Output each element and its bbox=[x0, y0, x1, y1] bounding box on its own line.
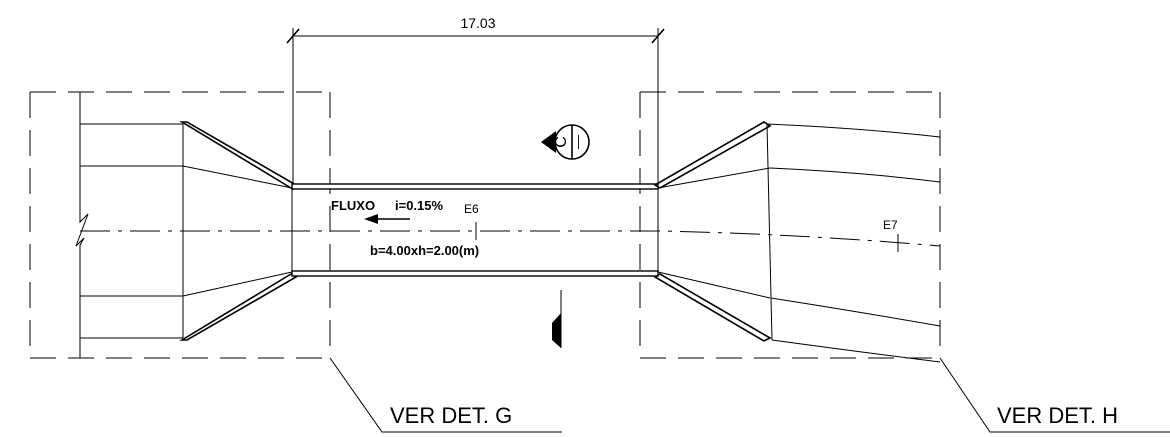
section-letter: C bbox=[553, 136, 570, 148]
section-arrow-bottom bbox=[552, 290, 562, 348]
leader-right bbox=[939, 357, 1170, 433]
right-approach-channel bbox=[657, 123, 941, 363]
channel-centerline bbox=[80, 230, 941, 247]
flow-label: FLUXO bbox=[331, 198, 375, 213]
station-e7: E7 bbox=[883, 218, 899, 252]
station-e7-label: E7 bbox=[883, 218, 898, 232]
detail-box-left bbox=[29, 91, 331, 359]
detail-label-h: VER DET. H bbox=[997, 403, 1118, 428]
section-label: b=4.00xh=2.00(m) bbox=[370, 243, 479, 258]
flow-arrowhead bbox=[364, 214, 378, 224]
section-marker-top: C — bbox=[541, 124, 590, 160]
dimension-value: 17.03 bbox=[460, 15, 495, 31]
section-bar: — bbox=[569, 135, 585, 149]
right-wing-walls bbox=[653, 121, 772, 342]
leader-left bbox=[329, 357, 562, 433]
dimension-line: 17.03 bbox=[286, 15, 665, 190]
slope-label: i=0.15% bbox=[395, 198, 444, 213]
station-e6: E6 bbox=[464, 202, 479, 240]
break-line-left bbox=[75, 92, 89, 358]
station-e6-label: E6 bbox=[464, 202, 479, 216]
detail-label-g: VER DET. G bbox=[390, 403, 512, 428]
detail-box-right bbox=[639, 91, 941, 359]
flow-annotation: FLUXO i=0.15% b=4.00xh=2.00(m) bbox=[331, 198, 479, 258]
